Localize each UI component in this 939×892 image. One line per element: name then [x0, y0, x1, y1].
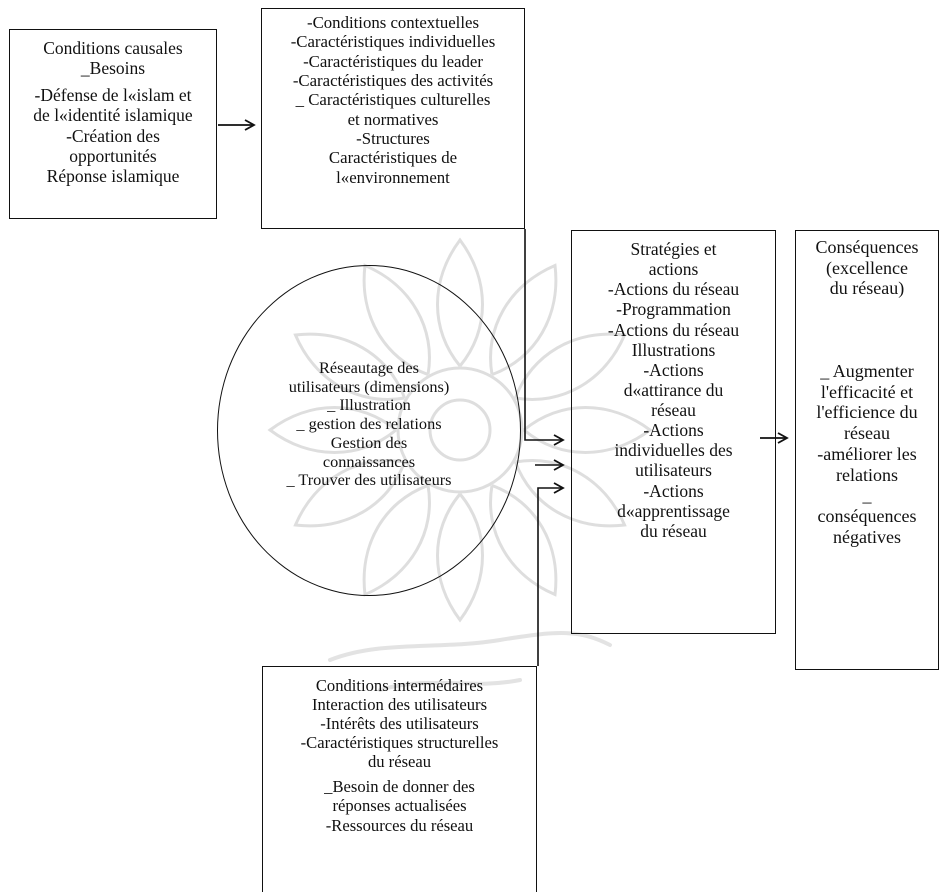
consequences-header-line: du réseau) — [829, 278, 905, 299]
consequences-line: -améliorer les — [817, 443, 917, 464]
consequences-line: l'efficacité et — [820, 381, 914, 402]
phenomenon-circle: Réseautage des utilisateurs (dimensions)… — [217, 265, 521, 596]
causal-line: -Défense de l«islam et — [34, 85, 192, 106]
context-line: et normatives — [347, 109, 439, 129]
context-line: -Conditions contextuelles — [307, 13, 479, 32]
contextual-conditions-box: -Conditions contextuelles -Caractéristiq… — [261, 8, 525, 229]
causal-line: _Besoins — [80, 58, 146, 79]
strategies-line: -Actions — [643, 359, 704, 380]
causal-line: -Création des — [66, 125, 160, 146]
consequences-line: l'efficience du — [816, 402, 918, 423]
consequences-line: _ — [862, 485, 872, 506]
consequences-line: négatives — [833, 526, 901, 547]
strategies-box: Stratégies et actions -Actions du réseau… — [571, 230, 776, 634]
phenomenon-line: connaissances — [322, 451, 416, 471]
consequences-line: conséquences — [817, 505, 917, 526]
causal-conditions-box: Conditions causales _Besoins -Défense de… — [9, 29, 217, 219]
context-line: -Caractéristiques individuelles — [290, 32, 496, 52]
strategies-line: -Actions du réseau — [607, 279, 740, 300]
context-line: l«environnement — [336, 167, 450, 187]
strategies-line: individuelles des — [614, 440, 733, 461]
strategies-line: d«attirance du — [623, 379, 724, 400]
causal-line: de l«identité islamique — [33, 105, 193, 126]
intermediate-conditions-box: Conditions intermédaires Interaction des… — [262, 666, 537, 892]
intermediate-line: du réseau — [367, 752, 432, 772]
consequences-header-line: (excellence — [826, 257, 908, 278]
phenomenon-line: _ Illustration — [327, 395, 411, 415]
consequences-box: Conséquences (excellence du réseau) _ Au… — [795, 230, 939, 670]
intermediate-line: Interaction des utilisateurs — [311, 695, 488, 715]
context-line: Caractéristiques de — [328, 148, 458, 168]
strategies-line: actions — [648, 259, 699, 280]
strategies-line: utilisateurs — [635, 460, 712, 481]
strategies-line: -Actions — [643, 480, 704, 501]
phenomenon-line: utilisateurs (dimensions) — [288, 376, 450, 396]
phenomenon-line: Réseautage des — [319, 357, 419, 377]
strategies-line: -Actions — [643, 420, 704, 441]
intermediate-line: -Ressources du réseau — [325, 815, 474, 835]
causal-line: Conditions causales — [43, 38, 183, 58]
context-line: -Caractéristiques des activités — [292, 70, 494, 90]
connector-intermediate-to-strategies — [537, 482, 565, 666]
context-line: _ Caractéristiques culturelles — [295, 90, 491, 110]
strategies-line: -Programmation — [616, 299, 731, 320]
strategies-line: -Actions du réseau — [607, 319, 740, 340]
consequences-line: _ Augmenter — [820, 361, 914, 382]
strategies-line: Stratégies et — [630, 239, 717, 259]
connector-context-to-strategies — [524, 229, 565, 446]
intermediate-line: -Intérêts des utilisateurs — [320, 714, 479, 734]
phenomenon-text: Réseautage des utilisateurs (dimensions)… — [286, 357, 452, 490]
strategies-line: Illustrations — [631, 339, 716, 360]
context-line: -Caractéristiques du leader — [303, 51, 483, 71]
strategies-line: d«apprentissage — [617, 500, 730, 521]
consequences-header-line: Conséquences — [815, 237, 919, 257]
causal-line: Réponse islamique — [46, 165, 180, 186]
strategies-line: du réseau — [640, 520, 707, 541]
phenomenon-line: Gestion des — [330, 432, 408, 452]
causal-line: opportunités — [69, 145, 157, 166]
strategies-line: réseau — [651, 400, 696, 420]
consequences-line: relations — [836, 464, 898, 485]
intermediate-line: réponses actualisées — [332, 796, 467, 816]
phenomenon-line: _ Trouver des utilisateurs — [286, 470, 452, 490]
phenomenon-line: _ gestion des relations — [296, 414, 442, 434]
consequences-line: réseau — [844, 423, 890, 444]
intermediate-line: Conditions intermédaires — [315, 676, 484, 695]
intermediate-line: _Besoin de donner des — [324, 777, 475, 797]
intermediate-line: -Caractéristiques structurelles — [300, 733, 499, 753]
context-line: -Structures — [356, 128, 430, 148]
